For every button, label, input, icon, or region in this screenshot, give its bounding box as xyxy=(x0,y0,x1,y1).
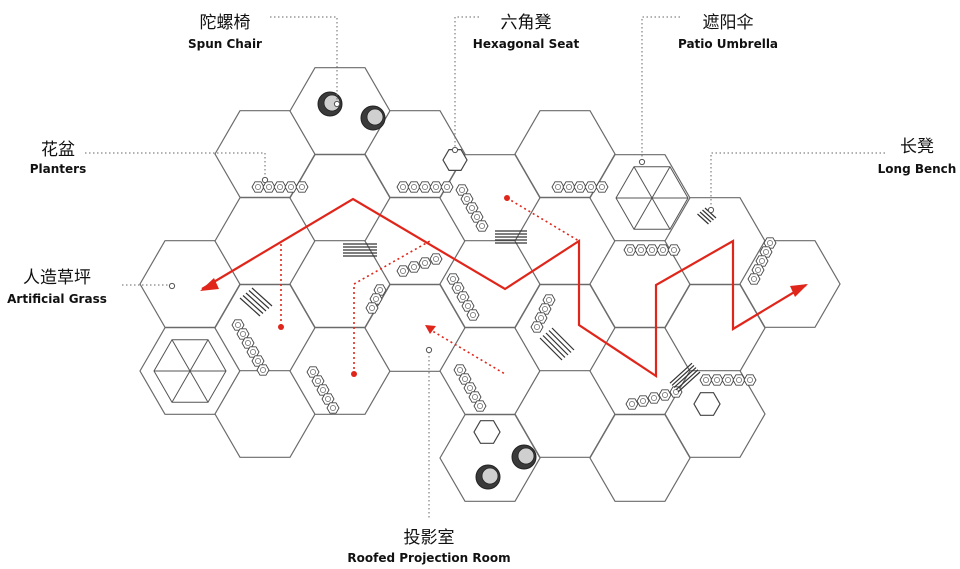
planters-icon xyxy=(365,284,387,314)
arrowhead-center xyxy=(425,325,436,334)
planters-icon xyxy=(551,181,609,193)
planters-icon xyxy=(231,319,270,376)
planters-icon xyxy=(747,237,777,285)
path-node-dot xyxy=(351,371,357,377)
label-long-bench: 长凳 Long Bench xyxy=(878,137,957,176)
hex-cell xyxy=(439,414,541,502)
long-bench-en: Long Bench xyxy=(878,162,957,176)
spun-chair-icon xyxy=(475,464,501,490)
leader-line xyxy=(454,16,479,150)
main-path-line xyxy=(201,197,807,379)
arrowhead-left xyxy=(200,278,219,291)
long-bench-icon xyxy=(539,327,575,361)
label-hexagonal-seat: 六角凳 Hexagonal Seat xyxy=(473,13,580,51)
arrowhead-right xyxy=(790,284,808,297)
hex-cell xyxy=(664,370,766,458)
leader-end-dot xyxy=(261,176,269,184)
planters-icon xyxy=(396,253,443,277)
circulation-paths xyxy=(200,195,808,379)
leader-end-dot xyxy=(333,100,341,108)
leader-end-dot xyxy=(638,158,646,166)
leader-line xyxy=(710,152,885,210)
umbrella-icon xyxy=(615,166,689,230)
long-bench-icon xyxy=(669,362,701,393)
hexagon-grid xyxy=(139,67,841,502)
planters-icon xyxy=(453,364,487,412)
label-patio-umbrella: 遮阳伞 Patio Umbrella xyxy=(678,13,778,51)
planters-icon xyxy=(530,294,556,333)
spun-chair-en: Spun Chair xyxy=(188,37,262,51)
patio-umbrella-en: Patio Umbrella xyxy=(678,37,778,51)
long-bench-icon xyxy=(495,230,527,244)
roofed-projection-room-en: Roofed Projection Room xyxy=(347,551,510,565)
leader-line xyxy=(270,16,338,104)
artificial-grass-en: Artificial Grass xyxy=(7,292,107,306)
spun-chair-icon xyxy=(360,105,386,131)
long-bench-icon xyxy=(239,287,273,317)
spun-chair-zh: 陀螺椅 xyxy=(200,13,251,33)
long-bench-zh: 长凳 xyxy=(900,137,934,157)
label-planters: 花盆 Planters xyxy=(30,140,86,176)
hexagonal-seat-icon xyxy=(693,392,721,416)
label-artificial-grass: 人造草坪 Artificial Grass xyxy=(7,268,107,306)
dotted-path-line xyxy=(506,197,580,242)
patio-umbrella-zh: 遮阳伞 xyxy=(703,13,754,33)
hexagonal-seat-en: Hexagonal Seat xyxy=(473,37,580,51)
umbrella-icon xyxy=(153,339,227,403)
leader-end-dot xyxy=(168,282,176,290)
roofed-projection-room-zh: 投影室 xyxy=(404,528,455,548)
hexagonal-seat-zh: 六角凳 xyxy=(501,13,552,33)
hexagonal-seat-icon xyxy=(442,149,468,171)
label-roofed-projection-room: 投影室 Roofed Projection Room xyxy=(347,528,510,565)
features-layer xyxy=(153,91,777,490)
planters-icon xyxy=(306,366,340,414)
hex-cell xyxy=(589,414,691,502)
planters-icon xyxy=(625,386,683,410)
leader-end-dot xyxy=(707,206,715,214)
artificial-grass-zh: 人造草坪 xyxy=(23,268,91,288)
planters-icon xyxy=(446,273,480,321)
label-spun-chair: 陀螺椅 Spun Chair xyxy=(188,13,262,51)
planters-zh: 花盆 xyxy=(41,140,75,160)
leader-lines xyxy=(85,16,885,520)
path-node-dot xyxy=(278,324,284,330)
hexagonal-seat-icon xyxy=(473,420,501,444)
dotted-path-line xyxy=(353,240,431,374)
leader-end-dot xyxy=(451,146,459,154)
planters-icon xyxy=(396,181,454,193)
leader-line xyxy=(85,152,266,180)
planters-icon xyxy=(455,184,489,232)
spun-chair-icon xyxy=(317,91,343,117)
planters-en: Planters xyxy=(30,162,86,176)
path-node-dot xyxy=(504,195,510,201)
leader-line xyxy=(641,16,680,162)
leader-end-dot xyxy=(425,346,433,354)
planters-icon xyxy=(623,244,681,256)
planters-icon xyxy=(699,374,757,386)
spun-chair-icon xyxy=(511,444,537,470)
long-bench-icon xyxy=(343,243,377,257)
planters-icon xyxy=(251,181,309,193)
